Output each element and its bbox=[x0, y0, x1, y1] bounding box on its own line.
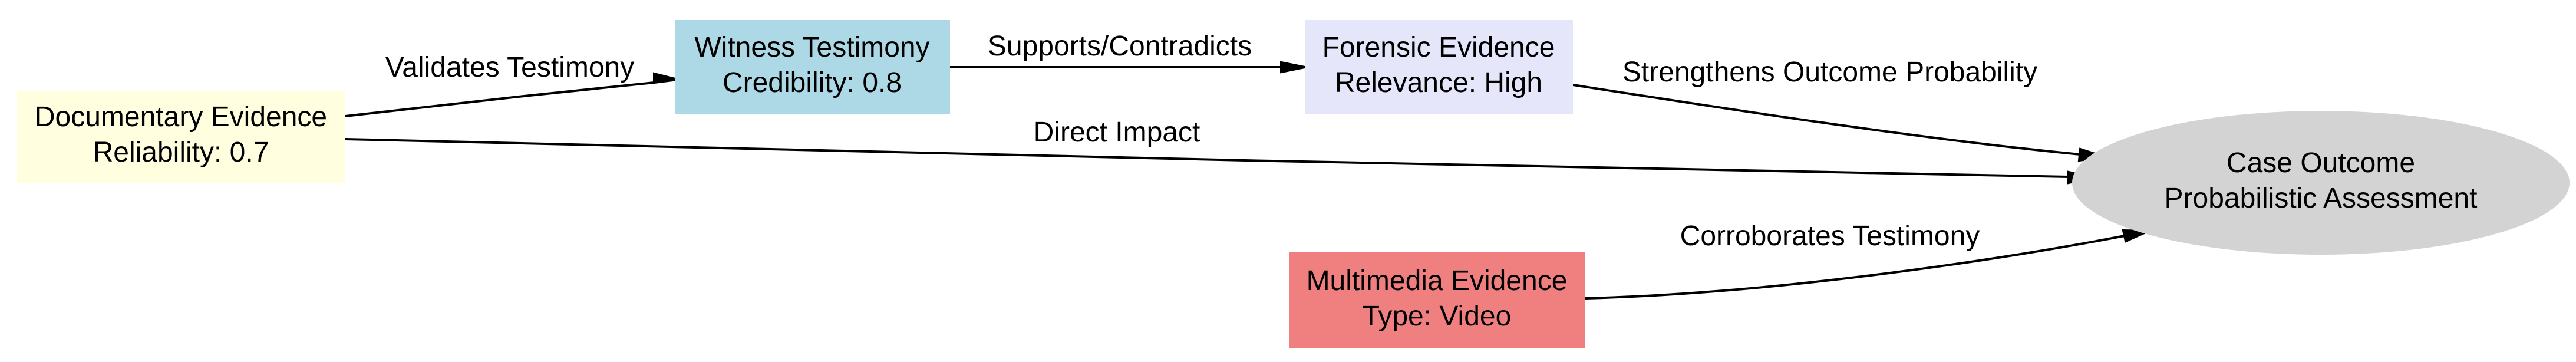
node-title: Witness Testimony bbox=[694, 32, 929, 63]
node-box bbox=[1305, 20, 1573, 114]
edge-validates-testimony: Validates Testimony bbox=[345, 52, 678, 117]
node-title: Multimedia Evidence bbox=[1307, 265, 1568, 297]
arrowhead bbox=[1280, 61, 1305, 74]
edge-label-validates-testimony: Validates Testimony bbox=[385, 52, 634, 83]
node-ellipse bbox=[2072, 111, 2570, 255]
edge-label-direct-impact: Direct Impact bbox=[1034, 117, 1200, 148]
edge-line bbox=[1585, 235, 2125, 300]
edge-label-strengthens-outcome: Strengthens Outcome Probability bbox=[1622, 57, 2037, 88]
edge-label-supports-contradicts: Supports/Contradicts bbox=[988, 31, 1252, 62]
edge-supports-contradicts: Supports/Contradicts bbox=[950, 31, 1305, 74]
node-box bbox=[1289, 252, 1585, 348]
node-box bbox=[17, 91, 345, 183]
edge-corroborates-testimony: Corroborates Testimony bbox=[1585, 221, 2149, 300]
node-multimedia-evidence[interactable]: Multimedia Evidence Type: Video bbox=[1289, 252, 1585, 348]
node-documentary-evidence[interactable]: Documentary Evidence Reliability: 0.7 bbox=[17, 91, 345, 183]
edge-direct-impact: Direct Impact bbox=[345, 117, 2094, 185]
node-title: Case Outcome bbox=[2227, 147, 2415, 179]
arrowhead bbox=[653, 72, 678, 84]
node-box bbox=[675, 20, 950, 114]
edge-line bbox=[345, 138, 2069, 178]
node-forensic-evidence[interactable]: Forensic Evidence Relevance: High bbox=[1305, 20, 1573, 114]
edge-line bbox=[1572, 84, 2081, 156]
node-title: Forensic Evidence bbox=[1322, 32, 1555, 63]
edge-line bbox=[345, 81, 655, 117]
node-subtitle: Probabilistic Assessment bbox=[2165, 183, 2478, 214]
node-witness-testimony[interactable]: Witness Testimony Credibility: 0.8 bbox=[675, 20, 950, 114]
edge-strengthens-outcome: Strengthens Outcome Probability bbox=[1572, 57, 2105, 162]
node-subtitle: Relevance: High bbox=[1335, 67, 1542, 98]
edge-label-corroborates-testimony: Corroborates Testimony bbox=[1680, 221, 1980, 252]
node-subtitle: Credibility: 0.8 bbox=[723, 67, 902, 98]
node-case-outcome[interactable]: Case Outcome Probabilistic Assessment bbox=[2072, 111, 2570, 255]
node-subtitle: Type: Video bbox=[1363, 301, 1512, 332]
node-subtitle: Reliability: 0.7 bbox=[93, 137, 269, 168]
node-title: Documentary Evidence bbox=[35, 101, 327, 133]
